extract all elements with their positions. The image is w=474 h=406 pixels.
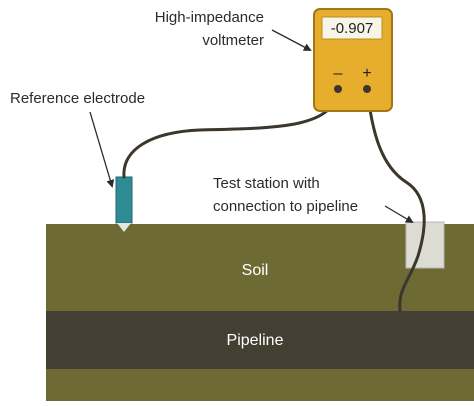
negative-terminal-label: – [334,65,343,82]
negative-terminal [334,85,342,93]
test-station-pointer-arrow [384,205,414,224]
reference-electrode [115,176,133,224]
voltmeter-reading: -0.907 [331,20,374,37]
positive-terminal-label: + [362,65,371,82]
voltmeter-pointer-arrow [271,29,312,51]
reference-electrode-tip [117,223,131,232]
reference-electrode-pointer-arrow [89,111,115,188]
negative-wire [122,87,340,179]
test-station-label-line1: Test station with [213,175,320,192]
positive-wire [365,87,426,313]
test-station-label-line2: connection to pipeline [213,198,358,215]
voltmeter-title-line1: High-impedance [155,9,264,26]
voltmeter-title-line2: voltmeter [202,32,264,49]
soil-label: Soil [242,262,269,279]
pipeline-label: Pipeline [227,332,284,349]
pipeline-band [46,311,474,369]
positive-terminal [363,85,371,93]
voltmeter-display [321,16,383,40]
reference-electrode-label: Reference electrode [10,90,145,107]
